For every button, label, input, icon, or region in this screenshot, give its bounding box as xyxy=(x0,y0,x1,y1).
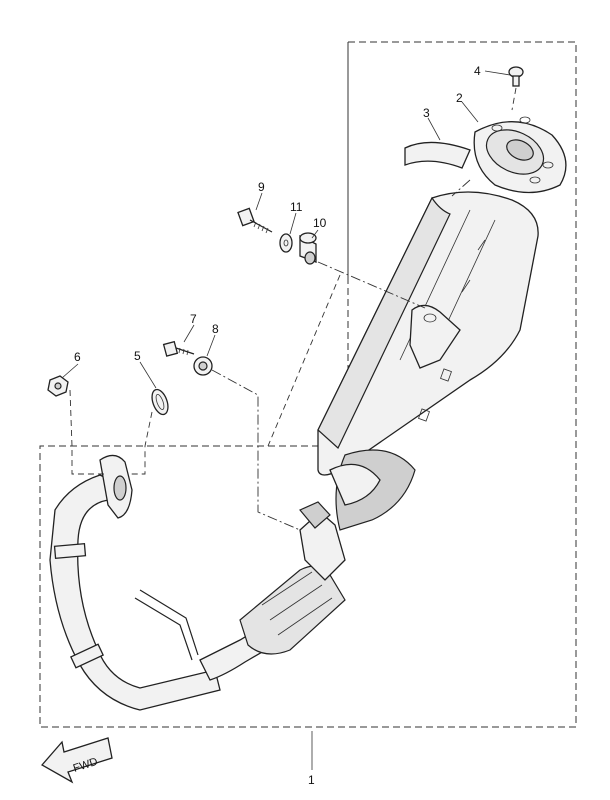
alignment-line-nut xyxy=(69,389,105,475)
callout-10: 10 xyxy=(313,216,327,230)
cap-screw xyxy=(508,66,524,87)
callout-3: 3 xyxy=(423,106,430,120)
end-cap xyxy=(473,116,567,194)
callout-7: 7 xyxy=(190,312,197,326)
collar xyxy=(299,232,317,265)
alignment-line-upper xyxy=(317,261,426,309)
flange-nut xyxy=(47,375,69,397)
alignment-line-screw xyxy=(511,87,517,111)
callout-9: 9 xyxy=(258,180,265,194)
alignment-line-lower xyxy=(211,369,301,531)
exhaust-pipe xyxy=(49,454,346,711)
callout-4: 4 xyxy=(474,64,481,78)
fwd-arrow-icon: FWD xyxy=(40,737,113,784)
callout-6: 6 xyxy=(74,350,81,364)
washer xyxy=(279,233,293,253)
alignment-line-ring xyxy=(128,411,153,475)
alignment-line-endcap xyxy=(451,179,471,197)
bolt-upper xyxy=(237,207,273,234)
gasket-ring xyxy=(151,388,169,416)
callout-11: 11 xyxy=(290,200,303,214)
callout-8: 8 xyxy=(212,322,219,336)
callout-2: 2 xyxy=(456,91,463,105)
alignment-line-bolt9 xyxy=(267,274,341,447)
muffler-bracket xyxy=(409,304,461,369)
callout-1: 1 xyxy=(308,773,315,787)
bolt-lower xyxy=(162,340,195,357)
callout-5: 5 xyxy=(134,349,141,363)
muffler xyxy=(317,191,539,531)
gasket-strip xyxy=(404,141,471,169)
nut xyxy=(193,356,213,376)
